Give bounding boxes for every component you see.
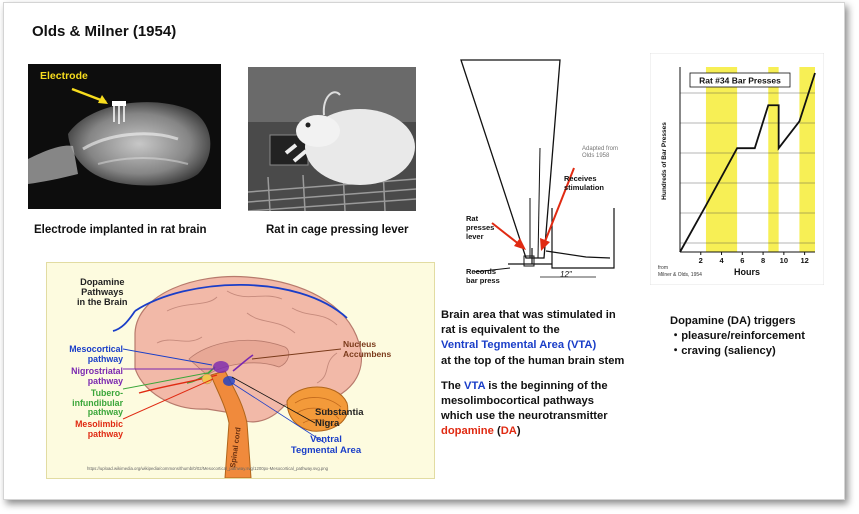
bar-press-chart: 2 4 6 8 10 12 Rat #34 Bar Presses Hundreds of…: [649, 52, 825, 286]
electrode-label: Electrode: [40, 70, 88, 82]
vta-explanation: Brain area that was stimulated in rat is…: [441, 308, 651, 440]
slide-title: Olds & Milner (1954): [32, 23, 177, 40]
substantia-nigra-label: Substantia Nigra: [315, 407, 364, 429]
nucleus-accumbens-label: Nucleus Accumbens: [343, 339, 392, 359]
graph-credit-2: Milner & Olds, 1954: [658, 272, 702, 278]
mesocortical-label: Mesocortical pathway: [69, 344, 123, 364]
bullet-craving: ・craving (saliency): [670, 345, 776, 358]
graph-xlabel: Hours: [734, 267, 760, 277]
p1-line3: Ventral Tegmental Area (VTA): [441, 339, 597, 352]
graph-credit-1: from: [658, 265, 668, 271]
dopamine-triggers: Dopamine (DA) triggers ・pleasure/reinfor…: [670, 314, 840, 360]
x-tick-label-5: 12: [800, 256, 808, 265]
p1-line1: Brain area that was stimulated in: [441, 309, 616, 321]
p1-line4: at the top of the human brain stem: [441, 354, 625, 367]
graph-title: Rat #34 Bar Presses: [699, 76, 781, 86]
graph-ylabel: Hundreds of Bar Presses: [661, 122, 668, 200]
mesolimbic-label: Mesolimbic pathway: [75, 419, 123, 439]
dopamine-triggers-line: Dopamine (DA) triggers: [670, 315, 796, 327]
rat-cage-caption: Rat in cage pressing lever: [266, 224, 409, 236]
tuberoinfundibular-label: Tubero- infundibular pathway: [72, 388, 123, 417]
brain-image-url: https://upload.wikimedia.org/wikipedia/c…: [87, 466, 329, 471]
vta-label: Ventral Tegmental Area: [290, 434, 362, 456]
x-tick-label-3: 8: [761, 256, 765, 265]
brain-diagram: Spinal cord Dopamine Pathways in the Bra…: [46, 262, 435, 479]
shaded-interval-2: [799, 67, 815, 252]
nigrostriatal-label: Nigrostriatal pathway: [71, 366, 123, 386]
x-tick-label-4: 10: [780, 256, 788, 265]
dimension-label: 12": [560, 270, 572, 279]
bar-press-graph: 2 4 6 8 10 12 Rat #34 Bar Presses Hundreds of…: [649, 52, 825, 286]
shaded-interval-1: [768, 67, 779, 252]
bar-press-series-line: [679, 72, 816, 253]
bullet-pleasure: ・pleasure/reinforcement: [670, 330, 805, 343]
p2-line2: mesolimbocortical pathways: [441, 395, 594, 408]
x-tick-label-1: 4: [719, 256, 724, 265]
records-bar-press-label: Records bar press: [466, 267, 500, 285]
rat-cage-photo: [248, 67, 416, 211]
p2-line3: which use the neurotransmitter: [441, 410, 608, 423]
x-tick-label-2: 6: [740, 256, 744, 265]
apparatus-credit: Adapted from Olds 1958: [582, 146, 619, 159]
rat-presses-lever-label: Rat presses lever: [466, 214, 495, 241]
p1-line2: rat is equivalent to the: [441, 324, 560, 337]
xray-photo: Electrode: [28, 64, 221, 209]
x-tick-label-0: 2: [699, 256, 703, 265]
receives-stimulation-label: Receives stimulation: [564, 174, 605, 192]
xray-caption: Electrode implanted in rat brain: [34, 224, 207, 236]
apparatus-diagram: Adapted from Olds 1958 Receives stimulat…: [440, 58, 640, 288]
brain-diagram-title: Dopamine Pathways in the Brain: [77, 277, 128, 307]
p2-line1: The VTA is the beginning of the: [441, 379, 608, 392]
p2-line4: dopamine (DA): [441, 425, 521, 438]
shaded-interval-0: [705, 67, 738, 252]
slide: Olds & Milner (1954) Electrode E: [3, 2, 845, 500]
